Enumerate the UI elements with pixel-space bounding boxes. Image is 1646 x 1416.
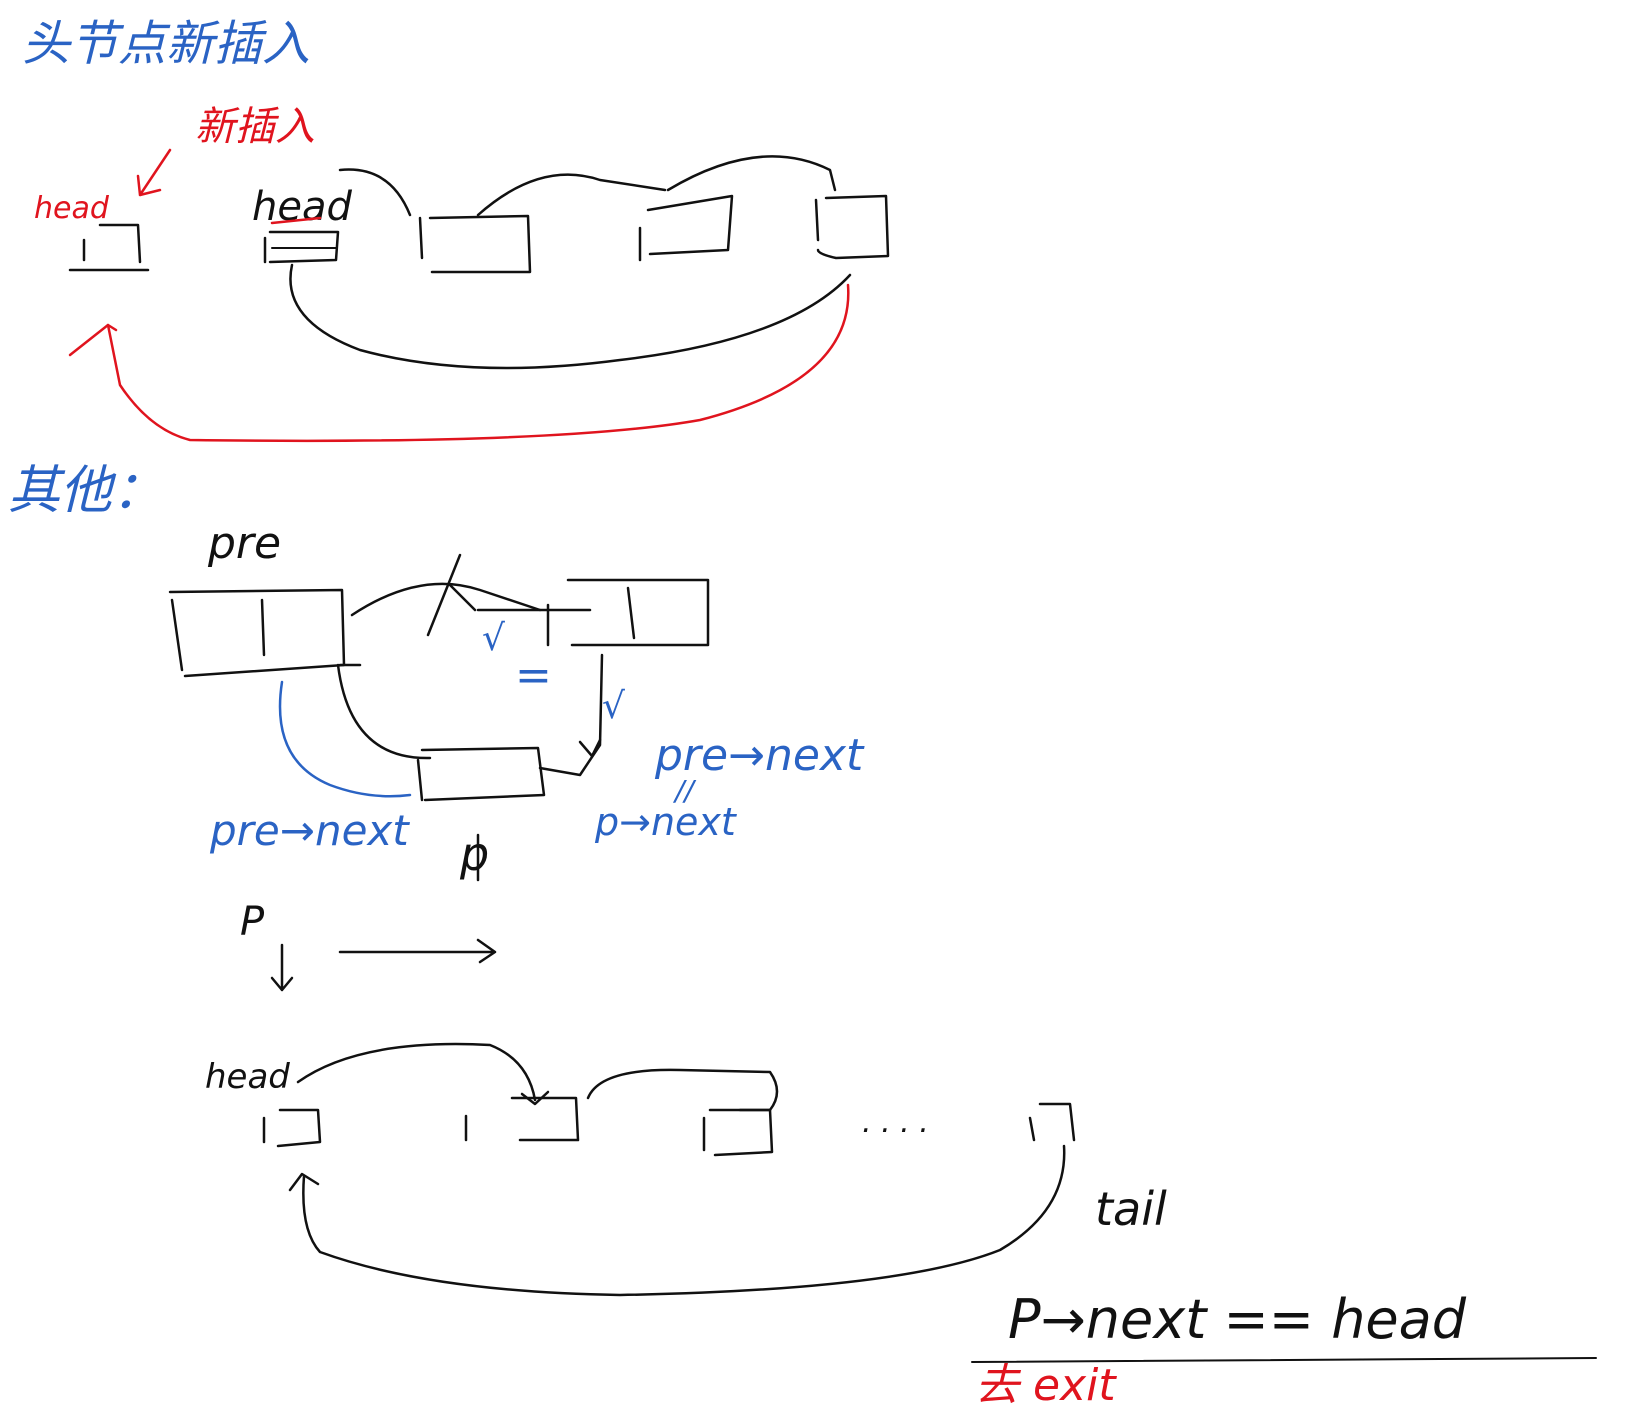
pre-next-eq-sign: // [672,774,696,807]
list-node-3 [638,194,734,262]
new-insert-label: 新插入 [195,104,315,150]
eq-mark: = [515,650,552,701]
link-pre-to-p [336,663,432,760]
red-loop-tail-to-new-head [106,283,850,443]
pre-next-eq-label: pre→next [654,730,865,781]
pre-label: pre [207,518,281,569]
link-tail-back-to-old-head [289,263,852,370]
pre-node [168,588,346,678]
section-traverse: P head . . . . tail [205,899,1597,1411]
p-node [416,746,546,802]
traverse-loop-tail-to-head [302,1144,1066,1297]
old-head-label: head [252,184,352,230]
new-insert-pointer-arrow [136,148,172,197]
traverse-node-3 [702,1108,774,1157]
traverse-loop-arrowhead [288,1172,320,1192]
traverse-link-node2-to-node3 [586,1068,779,1112]
p-node-label: p [459,827,489,881]
condition-underline [971,1357,1597,1363]
red-loop-arrowhead [68,323,118,357]
tail-label: tail [1095,1182,1167,1236]
section-title-head-insert: 头节点新插入 [22,16,310,72]
section-head-insert: 头节点新插入 新插入 head head [22,16,890,443]
check-mark-2: √ [602,686,625,727]
pre-next-bottom-label: pre→next [209,806,410,855]
blue-curve-pre-to-p [278,680,412,798]
new-head-node [68,223,150,272]
section-other: 其他： pre √ = √ pre→nex [8,461,865,882]
traverse-node-2 [464,1096,580,1142]
traverse-link-head-to-node2 [296,1042,537,1102]
traverse-p-label: P [240,899,265,945]
next-node [476,578,710,647]
traverse-head-label: head [205,1057,290,1097]
traverse-ellipsis: . . . . [862,1105,929,1140]
old-head-node [263,230,340,264]
link-head-to-node2 [338,168,412,217]
termination-condition: P→next == head [1008,1288,1467,1351]
p-next-label: p→next [594,800,738,844]
check-mark-1: √ [482,618,505,659]
section-title-other: 其他： [8,461,164,521]
link-p-to-next [538,653,604,777]
traverse-head-node [262,1108,322,1148]
link-p-to-next-arrowhead [578,738,602,758]
traverse-p-down-arrow [270,943,294,992]
list-node-4 [814,194,890,260]
old-link-pre-to-next [350,582,542,617]
link-node2-to-node3 [476,173,667,217]
link-node3-to-node4 [666,155,837,192]
list-node-2 [418,214,532,274]
old-link-cross-mark [426,553,550,647]
traverse-link-head-arrowhead [520,1090,550,1106]
exit-label: 去 exit [975,1360,1117,1411]
old-head-strike [270,216,322,225]
traverse-tail-node [1028,1102,1076,1142]
new-head-label: head [34,191,110,226]
traverse-direction-arrow [338,938,497,964]
